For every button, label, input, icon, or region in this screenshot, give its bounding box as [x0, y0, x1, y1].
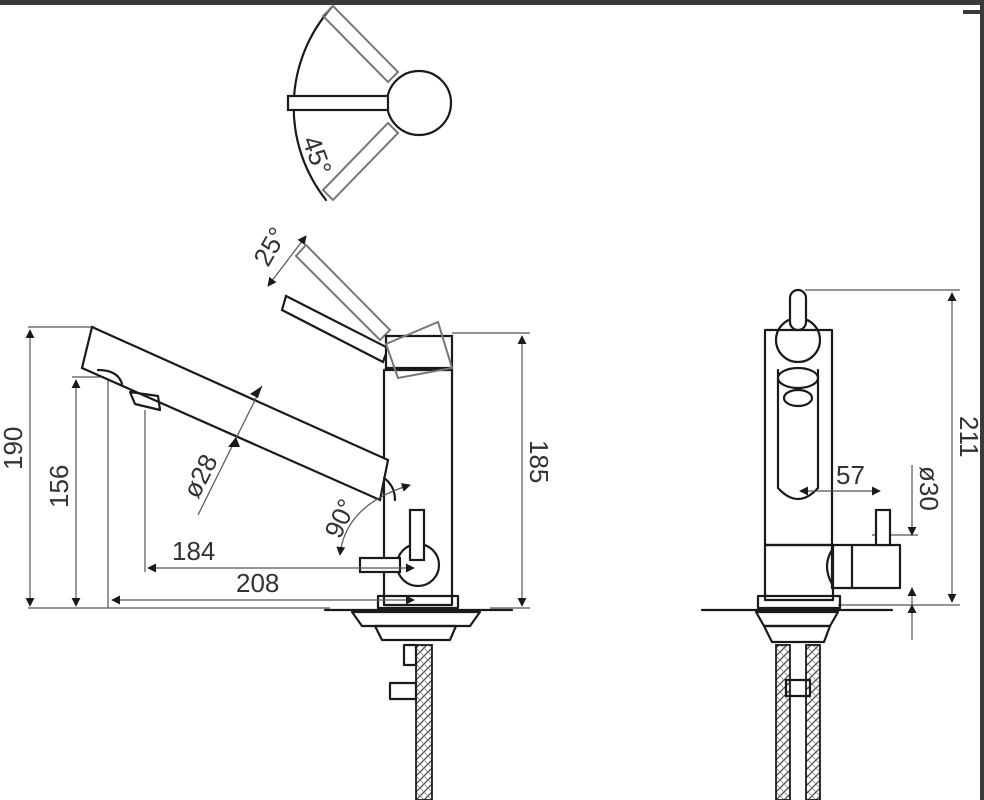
- handle-lever-center: [286, 94, 390, 112]
- window-right-border: [980, 0, 984, 800]
- supply-hose-side-right: [805, 644, 821, 800]
- side-lever-stem: [788, 288, 808, 332]
- spout-aerator: [128, 390, 162, 412]
- dim-side-diameter: ø30: [914, 466, 944, 511]
- side-view: 211 57 ø30: [700, 288, 984, 800]
- spout: [80, 325, 390, 502]
- side-valve-body: [830, 543, 902, 590]
- hose-connector: [388, 681, 418, 701]
- dim-overall-height-side: 211: [954, 416, 984, 457]
- corner-minimize-mark: [963, 10, 981, 14]
- side-valve-outlet: [358, 556, 402, 574]
- dim-lever-tilt-angle: 25°: [247, 222, 293, 271]
- dim-spout-outlet-height: 156: [44, 465, 74, 508]
- dim-body-height: 185: [524, 440, 554, 483]
- dim-spout-diameter: ø28: [177, 449, 224, 503]
- top-view-handle-swivel: 45°: [286, 4, 453, 202]
- supply-hose-side-left: [775, 644, 791, 800]
- handle-knob-top: [385, 69, 453, 137]
- swivel-angle-label: 45°: [296, 132, 338, 179]
- side-valve-lever: [408, 508, 426, 562]
- dim-spout-reach-outlet: 184: [172, 536, 215, 566]
- window-top-border: [0, 0, 984, 5]
- dim-spout-angle: 90°: [318, 494, 362, 542]
- handle-lever-right-limit: [321, 121, 400, 202]
- spout-outlet-curve: [96, 368, 124, 386]
- base-ring: [376, 594, 460, 610]
- front-view: 190 156 185 184 208 ø28 25° 90°: [0, 222, 554, 800]
- supply-hose-front: [415, 644, 433, 800]
- lever-handle: [280, 294, 390, 364]
- dim-spout-reach-total: 208: [236, 568, 279, 598]
- side-valve-lever: [874, 508, 892, 547]
- handle-lever-left-limit: [321, 4, 400, 84]
- dim-overall-height-front: 190: [0, 427, 28, 470]
- mounting-plate: [350, 610, 482, 628]
- mounting-nut: [373, 624, 458, 642]
- dim-side-offset: 57: [836, 460, 865, 490]
- side-body-lower: [763, 543, 835, 602]
